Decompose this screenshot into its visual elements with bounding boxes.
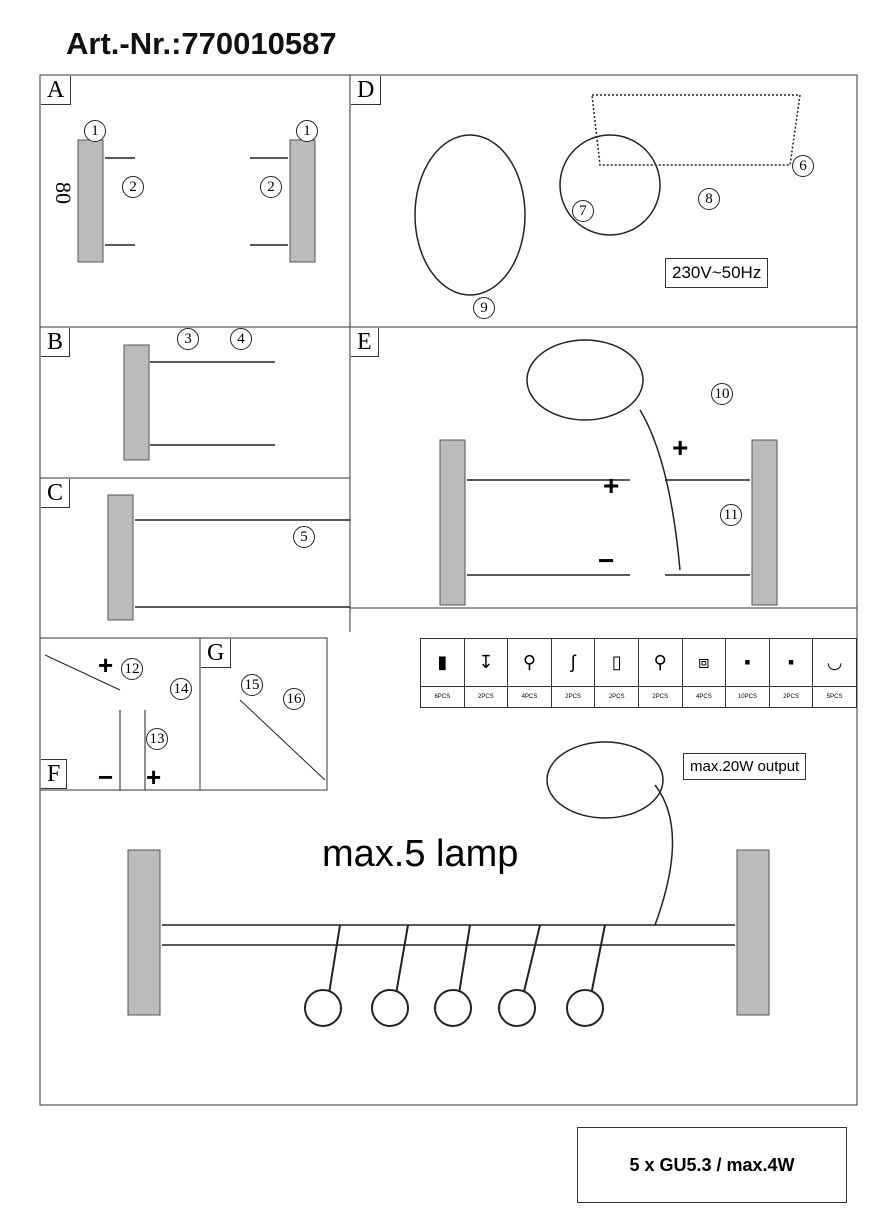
eye-screw-icon: ⚲ — [653, 652, 667, 672]
step-11: 11 — [720, 504, 742, 526]
part-count: 2PCS — [464, 686, 508, 707]
step-2: 2 — [260, 176, 282, 198]
hook-icon: ʃ — [571, 652, 576, 672]
part-count: 6PCS — [421, 686, 464, 707]
step-2: 2 — [122, 176, 144, 198]
panel-label-d: D — [351, 76, 382, 105]
step-16: 16 — [283, 688, 305, 710]
step-3: 3 — [177, 328, 199, 350]
plus-sign: + — [98, 650, 114, 680]
step-15: 15 — [241, 674, 263, 696]
part-cell: ◡ 5PCS — [813, 639, 856, 707]
part-cell: ▪ 2PCS — [769, 639, 814, 707]
wall — [107, 494, 134, 621]
step-13: 13 — [146, 728, 168, 750]
tensioner-icon: ▯ — [611, 652, 622, 672]
parts-table: ▮ 6PCS ↧ 2PCS ⚲ 4PCS ʃ 2PCS ▯ 2PCS ⚲ 2PCS ⧈ 4PC… — [420, 638, 857, 708]
connector-icon: ▪ — [787, 652, 795, 672]
part-count: 2PCS — [769, 686, 813, 707]
plus-sign: + — [146, 762, 162, 792]
part-count: 2PCS — [638, 686, 682, 707]
spot-lamp-icon: ◡ — [826, 652, 843, 672]
minus-sign: − — [98, 762, 114, 792]
max-lamp-label: max.5 lamp — [322, 833, 519, 875]
step-1: 1 — [296, 120, 318, 142]
spot-lamps — [304, 924, 606, 1027]
step-12: 12 — [121, 658, 143, 680]
dimension-label: 80 — [51, 182, 76, 204]
article-number-title: Art.-Nr.:770010587 — [66, 26, 337, 61]
wall — [289, 139, 316, 263]
step-10: 10 — [711, 383, 733, 405]
part-count: 2PCS — [595, 686, 638, 707]
voltage-label: 230V~50Hz — [665, 258, 769, 288]
step-14: 14 — [170, 678, 192, 700]
wall — [751, 439, 778, 606]
panel-label-a: A — [41, 76, 72, 105]
part-cell: ⧈ 4PCS — [682, 639, 727, 707]
wall — [123, 344, 150, 461]
wall — [127, 849, 161, 1016]
step-9: 9 — [473, 297, 495, 319]
panel-label-c: C — [41, 479, 71, 508]
part-count: 5PCS — [813, 686, 856, 707]
minus-sign: − — [598, 545, 615, 576]
wall — [736, 849, 770, 1016]
eye-bolt-icon: ⚲ — [522, 652, 537, 672]
step-6: 6 — [792, 155, 814, 177]
wall — [77, 139, 104, 263]
step-1: 1 — [84, 120, 106, 142]
part-cell: ▪ 10PCS — [726, 639, 770, 707]
clamp-icon: ⧈ — [698, 652, 710, 672]
part-count: 4PCS — [682, 686, 726, 707]
step-4: 4 — [230, 328, 252, 350]
output-label: max.20W output — [683, 753, 807, 780]
part-cell: ⚲ 4PCS — [508, 639, 552, 707]
part-cell: ▮ 6PCS — [421, 639, 465, 707]
panel-label-f: F — [41, 759, 68, 789]
panel-label-b: B — [41, 328, 71, 357]
wall-plug-icon: ▮ — [437, 652, 448, 672]
part-cell: ▯ 2PCS — [595, 639, 639, 707]
plus-sign: + — [603, 470, 620, 501]
cable-end-icon: ▪ — [744, 652, 751, 672]
screw-icon: ↧ — [478, 652, 494, 672]
step-8: 8 — [698, 188, 720, 210]
part-cell: ʃ 2PCS — [551, 639, 596, 707]
part-count: 2PCS — [551, 686, 595, 707]
spec-box: 5 x GU5.3 / max.4W — [577, 1127, 847, 1203]
part-count: 4PCS — [508, 686, 551, 707]
wall — [439, 439, 466, 606]
step-7: 7 — [572, 200, 594, 222]
step-5: 5 — [293, 526, 315, 548]
panel-label-e: E — [351, 328, 379, 357]
plus-sign: + — [672, 432, 689, 463]
part-count: 10PCS — [726, 686, 769, 707]
panel-label-g: G — [201, 639, 232, 668]
part-cell: ⚲ 2PCS — [638, 639, 683, 707]
part-cell: ↧ 2PCS — [464, 639, 509, 707]
